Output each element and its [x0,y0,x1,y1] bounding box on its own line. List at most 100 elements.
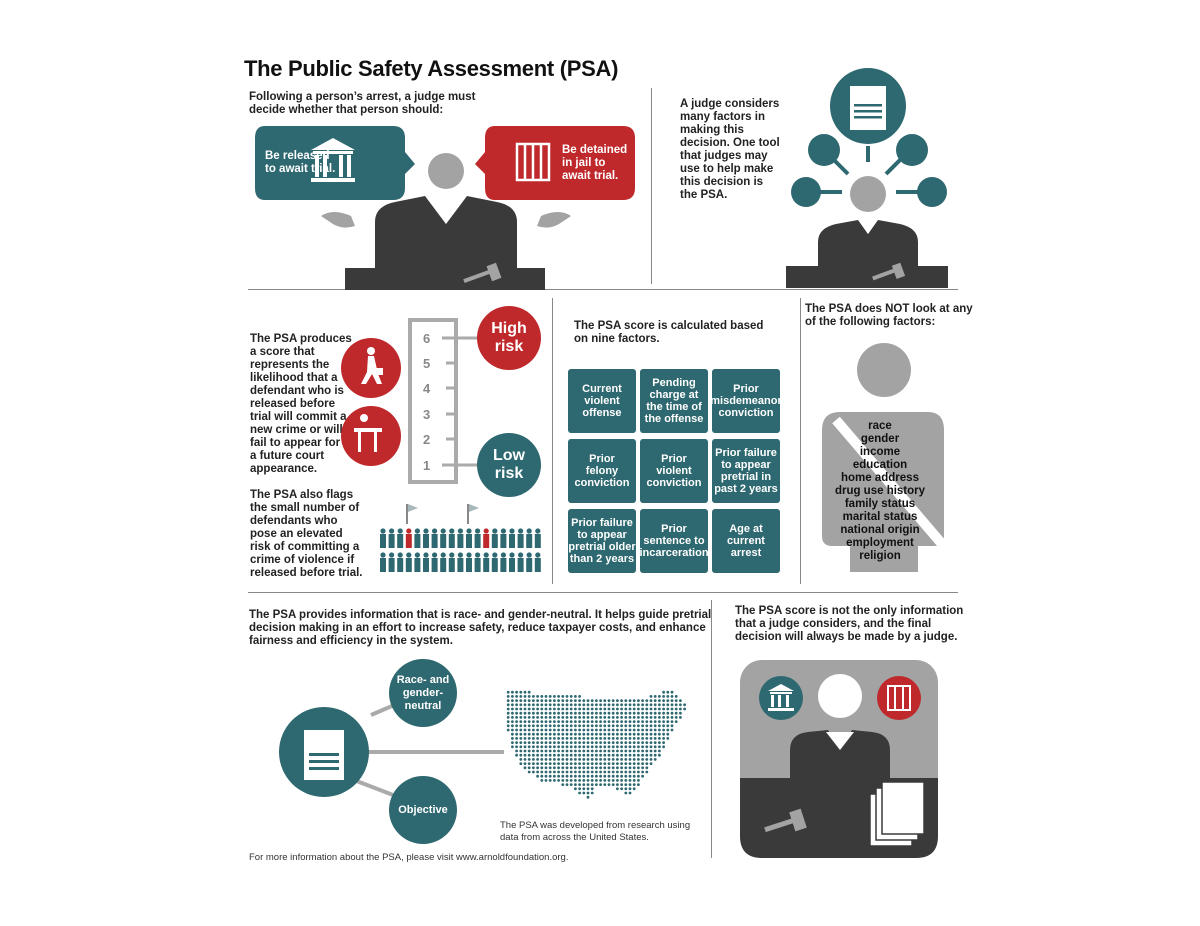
us-map-icon [506,690,686,799]
psa-badge-label: PSA [852,91,879,106]
person-icon [414,528,420,534]
gavel-icon [764,808,807,833]
person-icon [440,528,446,534]
person-icon [483,528,489,534]
person-icon [389,552,395,558]
person-icon [534,534,541,548]
released-bubble [255,126,415,200]
neutral-illustration [279,690,686,802]
psa-badge-label: PSA [306,738,335,754]
person-icon [388,558,395,572]
people-flags-illustration [380,504,541,572]
person-icon [518,528,524,534]
person-icon [457,528,463,534]
person-icon [440,534,447,548]
judge-head [850,176,886,212]
person-icon [406,528,412,534]
person-icon [397,558,404,572]
person-icon [406,552,412,558]
person-icon [431,534,438,548]
person-icon [380,558,386,572]
person-icon [448,534,455,548]
risk-scale-illustration [341,318,480,484]
person-icon [440,558,447,572]
person-icon [389,528,395,534]
scale-label: 1 [423,458,431,473]
person-silhouette-illustration [822,343,946,572]
person-icon [380,552,386,558]
psa-badge-icon [279,707,369,797]
factor-dot [791,177,821,207]
person-icon [414,558,421,572]
jail-icon [877,676,921,720]
person-icon [397,534,404,548]
judge-decision-illustration [255,126,635,290]
released-label: Be released to await trial. [265,150,336,175]
divider [651,88,652,284]
scale-label: 2 [423,432,431,447]
person-icon [475,552,481,558]
person-icon [466,552,472,558]
person-icon [534,558,541,572]
bench [345,268,545,290]
person-icon [466,534,472,548]
detained-label: Be detained in jail to await trial. [562,144,628,182]
scale-label: 5 [423,356,431,371]
factor-dot [917,177,947,207]
gavel-icon [872,262,906,281]
judge-head [428,153,464,189]
map-note: The PSA was developed from research usin… [500,820,691,843]
person-icon [491,558,498,572]
person-icon [474,534,481,548]
person-icon [432,552,438,558]
person-icon [491,534,498,548]
judge-robe [375,196,517,274]
person-icon [380,534,386,548]
person-icon [466,558,472,572]
flag-icon [467,504,479,524]
person-icon [500,528,506,534]
page-title: The Public Safety Assessment (PSA) [244,56,619,81]
jail-icon [515,142,551,182]
person-icon [414,552,420,558]
judge-psa-illustration [786,68,948,288]
person-icon [526,552,532,558]
person-icon [500,534,507,548]
intro-text: Following a person’s arrest, a judge mus… [249,91,476,116]
divider [248,592,958,593]
judge-head [818,674,862,718]
person-icon [423,552,429,558]
person-icon [423,528,429,534]
divider [552,298,553,584]
person-icon [457,558,464,572]
person-icon [405,534,412,548]
flag-icon [406,504,418,524]
scale-label: 3 [423,407,431,422]
document-stack-icon [869,781,925,847]
final-text: The PSA score is not the only informatio… [735,605,964,643]
person-icon [492,552,498,558]
person-icon [388,534,395,548]
person-icon [483,534,490,548]
footer-note: For more information about the PSA, plea… [249,852,569,863]
person-icon [449,528,455,534]
person-icon [483,552,489,558]
person-icon [526,528,532,534]
person-icon [423,534,429,548]
not-factors-heading: The PSA does NOT look at any of the foll… [805,303,973,328]
person-icon [414,534,421,548]
person-icon [475,528,481,534]
psa-badge-icon [830,68,906,144]
